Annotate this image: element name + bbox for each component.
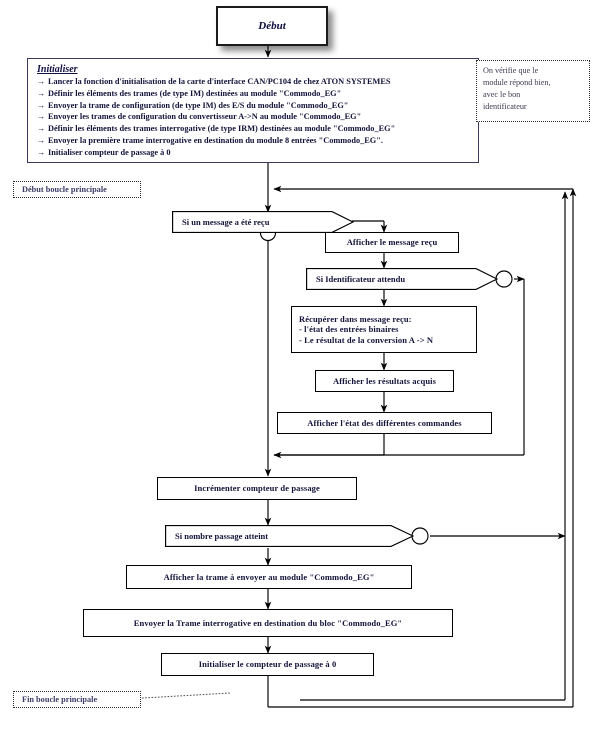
process-display-frame-to-send: Afficher la trame à envoyer au module "C… (126, 565, 412, 589)
annotation-line: avec le bon (483, 89, 521, 99)
connector-circle-3 (411, 527, 429, 545)
condition-identifier-expected: Si Identificateur attendu (306, 268, 499, 290)
pentagon-shape (172, 211, 355, 233)
arrow-icon: → (37, 147, 46, 157)
start-terminator: Début (216, 6, 328, 46)
process-display-received-message: Afficher le message reçu (325, 232, 459, 253)
initialise-item-text: Initialiser compteur de passage à 0 (48, 147, 171, 157)
process-display-acquired-results: Afficher les résultats acquis (315, 370, 454, 392)
loop-end-label: Fin boucle principale (13, 691, 141, 708)
condition-label: Si nombre passage atteint (175, 531, 269, 541)
list-item: →Envoyer la première trame interrogative… (37, 135, 470, 147)
arrow-icon: → (37, 100, 46, 110)
pentagon-shape (306, 268, 499, 290)
process-reset-passage-counter: Initialiser le compteur de passage à 0 (161, 653, 374, 676)
list-item: →Initialiser compteur de passage à 0 (37, 147, 470, 159)
extract-line-2: - l'état des entrées binaires (299, 324, 399, 335)
initialise-item-list: →Lancer la fonction d'initialisation de … (37, 76, 470, 158)
connector-circle-2 (495, 270, 513, 288)
initialise-item-text: Envoyer la trame de configuration (de ty… (48, 100, 349, 110)
initialise-heading: Initialiser (37, 64, 78, 75)
pentagon-shape (165, 525, 415, 547)
arrow-icon: → (37, 135, 46, 145)
process-display-command-states: Afficher l'état des différentes commande… (277, 412, 492, 434)
initialise-block: Initialiser →Lancer la fonction d'initia… (27, 58, 479, 163)
extract-text-group: Récupérer dans message reçu: - l'état de… (292, 314, 476, 346)
loop-start-label: Début boucle principale (13, 181, 141, 198)
arrow-icon: → (37, 124, 46, 134)
list-item: →Envoyer la trame de configuration (de t… (37, 100, 470, 112)
list-item: →Envoyer les trames de configuration du … (37, 111, 470, 123)
process-increment-passage-counter: Incrémenter compteur de passage (157, 477, 357, 500)
initialise-item-text: Envoyer les trames de configuration du c… (48, 112, 362, 122)
list-item: →Définir les éléments des trames interro… (37, 123, 470, 135)
arrow-icon: → (37, 112, 46, 122)
start-label: Début (258, 20, 286, 32)
initialise-item-text: Envoyer la première trame interrogative … (48, 135, 383, 145)
process-send-interrogative-frame: Envoyer la Trame interrogative en destin… (83, 609, 453, 637)
list-item: →Lancer la fonction d'initialisation de … (37, 76, 470, 88)
extract-line-1: Récupérer dans message reçu: (299, 313, 412, 324)
annotation-note: On vérifie que le module répond bien, av… (476, 60, 590, 122)
extract-line-3: - Le résultat de la conversion A -> N (299, 334, 434, 345)
initialise-item-text: Définir les éléments des trames interrog… (48, 124, 396, 134)
arrow-icon: → (37, 77, 46, 86)
annotation-line: module répond bien, (483, 77, 551, 87)
condition-label: Si un message a été reçu (182, 217, 270, 227)
list-item: →Définir les éléments des trames (de typ… (37, 88, 470, 100)
initialise-item-text: Lancer la fonction d'initialisation de l… (48, 77, 391, 86)
arrow-icon: → (37, 88, 46, 98)
process-extract-from-message: Récupérer dans message reçu: - l'état de… (291, 306, 477, 353)
condition-passage-count-reached: Si nombre passage atteint (165, 525, 415, 547)
condition-label: Si Identificateur attendu (316, 274, 406, 284)
initialise-item-text: Définir les éléments des trames (de type… (48, 88, 342, 98)
annotation-line: identificateur (483, 101, 527, 111)
condition-message-received: Si un message a été reçu (172, 211, 355, 233)
annotation-line: On vérifie que le (483, 66, 539, 75)
